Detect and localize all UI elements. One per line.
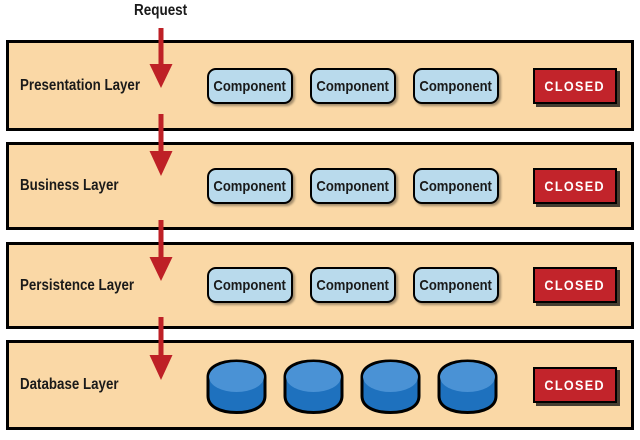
component-box: Component xyxy=(310,267,396,303)
closed-status-badge: CLOSED xyxy=(533,367,617,403)
database-cylinder-icon xyxy=(437,359,498,415)
component-box: Component xyxy=(413,168,499,204)
component-box: Component xyxy=(413,68,499,104)
component-box: Component xyxy=(310,68,396,104)
layer-presentation: Presentation Layer Component Component C… xyxy=(6,40,634,131)
component-box: Component xyxy=(207,68,293,104)
request-label-text: Request xyxy=(134,2,188,19)
layer-business-label: Business Layer xyxy=(20,177,119,194)
database-cylinder-icon xyxy=(360,359,421,415)
closed-status-badge: CLOSED xyxy=(533,168,617,204)
database-cylinder-icon xyxy=(283,359,344,415)
database-cylinder-icon xyxy=(206,359,267,415)
layer-business: Business Layer Component Component Compo… xyxy=(6,142,634,230)
closed-status-badge: CLOSED xyxy=(533,68,617,104)
component-box: Component xyxy=(310,168,396,204)
layer-persistence-label: Persistence Layer xyxy=(20,276,135,294)
layer-presentation-label: Presentation Layer xyxy=(20,76,141,94)
component-box: Component xyxy=(207,267,293,303)
layer-persistence: Persistence Layer Component Component Co… xyxy=(6,242,634,329)
closed-status-badge: CLOSED xyxy=(533,267,617,303)
layer-database: Database Layer CLOSED xyxy=(6,340,634,430)
component-box: Component xyxy=(413,267,499,303)
layer-database-label: Database Layer xyxy=(20,376,119,393)
request-label: Request xyxy=(101,2,221,20)
component-box: Component xyxy=(207,168,293,204)
